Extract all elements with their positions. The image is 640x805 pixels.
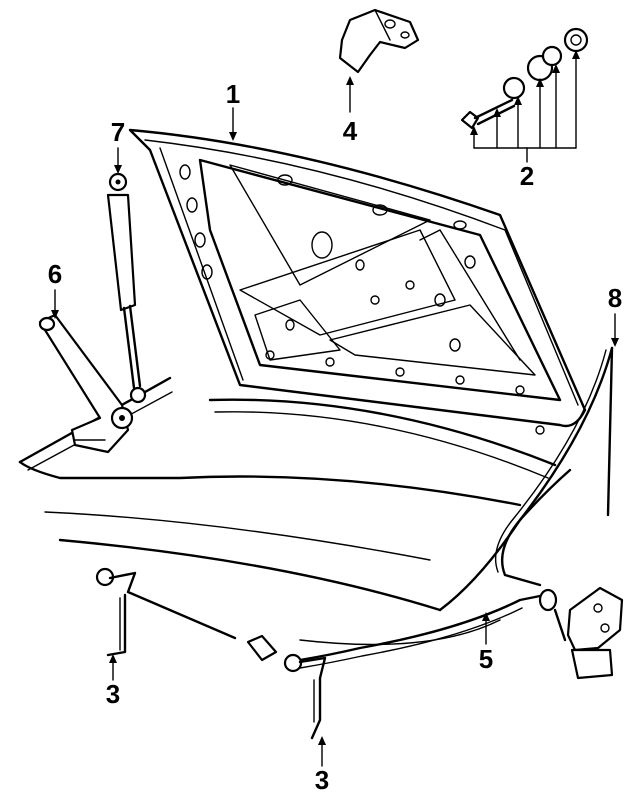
hood-panel — [128, 128, 587, 435]
release-cable — [298, 586, 624, 680]
prop-rod-right — [246, 634, 327, 740]
callout-prop-rod-left: 3 — [106, 679, 120, 709]
hood-hinge — [38, 313, 134, 454]
callout-gas-strut: 7 — [111, 117, 125, 147]
callout-leaders — [51, 50, 619, 767]
hood-holes — [179, 164, 545, 435]
weatherstrip — [494, 346, 614, 587]
latch-bracket — [338, 8, 420, 74]
gas-strut — [106, 172, 147, 404]
callout-release-cable: 5 — [479, 644, 493, 674]
hinge-bolt-set — [460, 27, 589, 130]
callout-latch-bracket: 4 — [343, 116, 358, 146]
callout-weatherstrip: 8 — [608, 283, 622, 313]
callout-hinge: 6 — [48, 259, 62, 289]
callout-hinge-bolt-set: 2 — [520, 161, 534, 191]
vehicle-body-outline — [18, 376, 572, 646]
callout-labels: 1 2 3 3 4 5 6 7 8 — [48, 79, 622, 795]
callout-prop-rod-right: 3 — [315, 765, 329, 795]
prop-rod-left — [95, 567, 237, 657]
callout-hood: 1 — [226, 79, 240, 109]
